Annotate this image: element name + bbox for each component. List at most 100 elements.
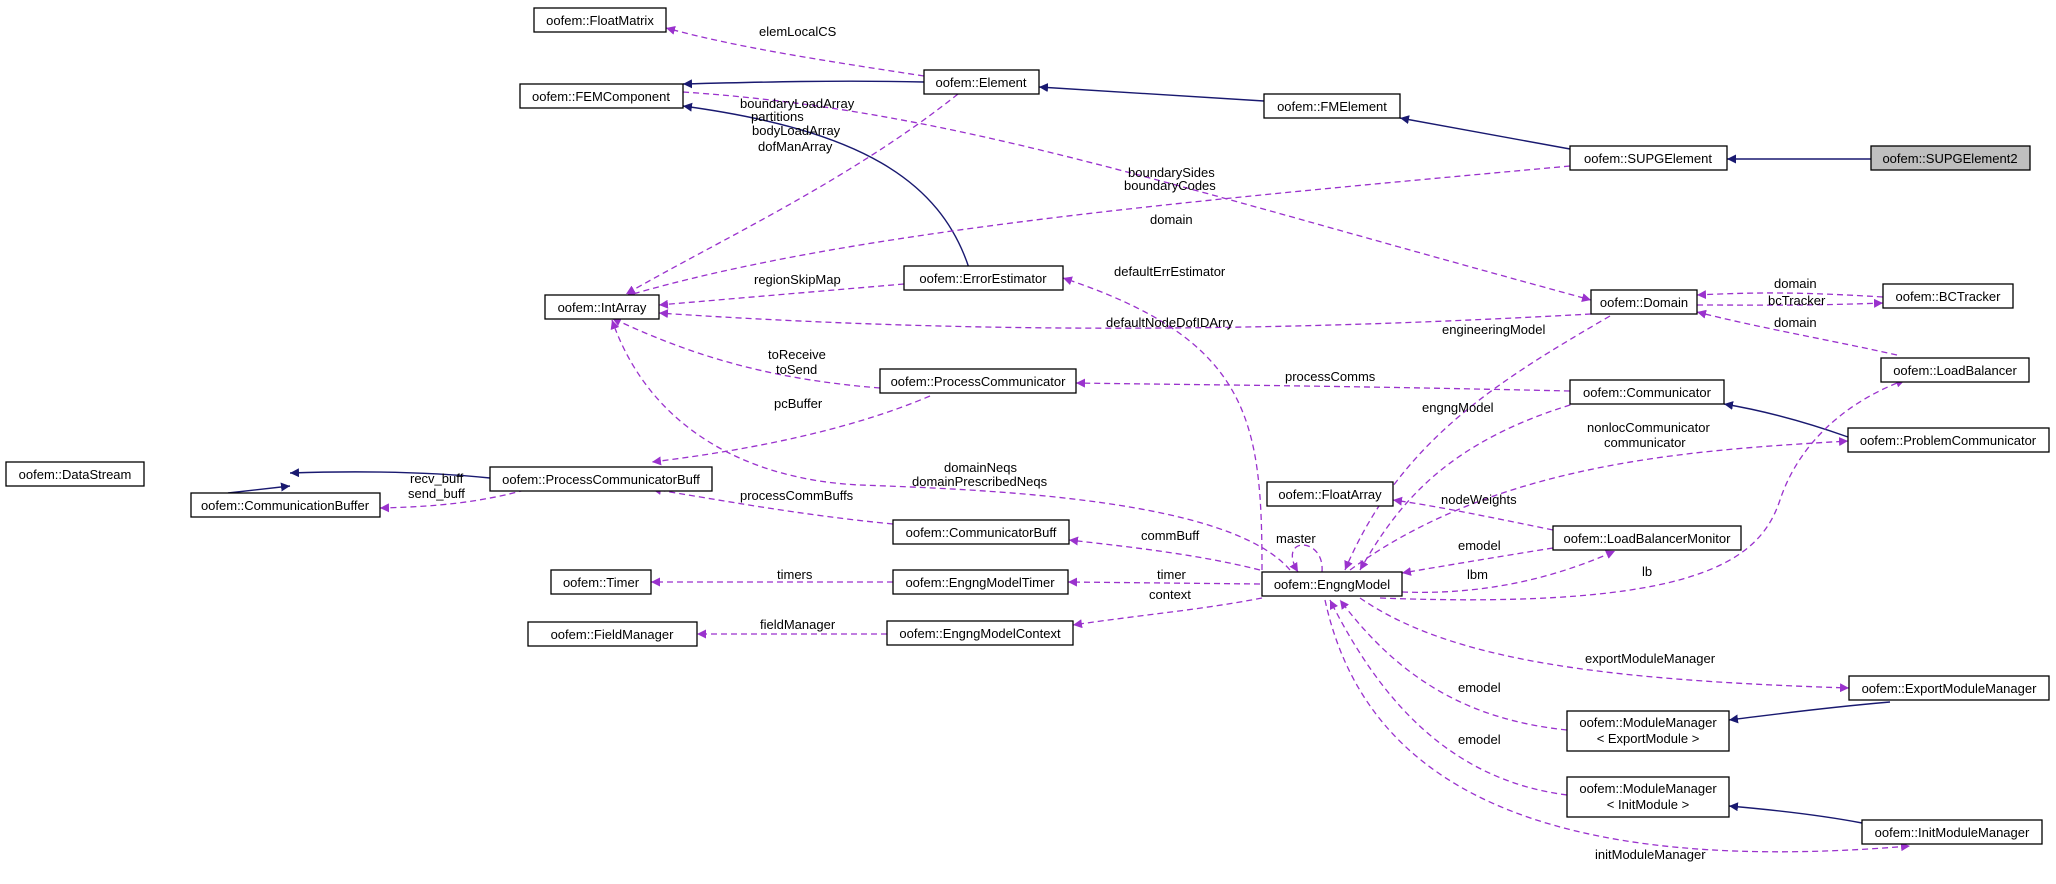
edge-femcomponent-domain — [682, 91, 1592, 302]
label-tosend: toSend — [776, 362, 817, 377]
label-elemlocalcs: elemLocalCS — [759, 24, 837, 39]
edge-errorestimator-to-femcomponent — [682, 102, 970, 269]
label-lb: lb — [1642, 564, 1652, 579]
svg-text:oofem::LoadBalancerMonitor: oofem::LoadBalancerMonitor — [1564, 531, 1732, 546]
svg-text:oofem::Element: oofem::Element — [935, 75, 1026, 90]
edge-domain-engngmodel — [1344, 315, 1611, 571]
label-defaultnodedofidarry: defaultNodeDofIDArry — [1106, 315, 1234, 330]
edge-engngmodel-master — [1289, 544, 1323, 573]
node-element[interactable]: oofem::Element — [923, 69, 1040, 95]
label-regionskipmap: regionSkipMap — [754, 272, 841, 287]
svg-text:oofem::SUPGElement2: oofem::SUPGElement2 — [1882, 151, 2017, 166]
label-domain-bct: domain — [1774, 276, 1817, 291]
label-partitions: partitions — [751, 109, 804, 124]
edge-problemcommunicator-to-communicator — [1723, 401, 1849, 438]
node-communicator[interactable]: oofem::Communicator — [1569, 379, 1725, 405]
edge-engngmodel-problemcommunicator — [1349, 437, 1849, 571]
node-modulemanager-exportmodule[interactable]: oofem::ModuleManager < ExportModule > — [1566, 710, 1730, 752]
edge-errorestimator-intarray — [658, 283, 905, 309]
node-processcommunicatorbuff[interactable]: oofem::ProcessCommunicatorBuff — [489, 466, 713, 492]
label-fieldmanager: fieldManager — [760, 617, 836, 632]
node-intarray[interactable]: oofem::IntArray — [544, 294, 660, 320]
edge-processcommunicatorbuff-to-datastream — [289, 468, 491, 479]
svg-text:oofem::ErrorEstimator: oofem::ErrorEstimator — [919, 271, 1047, 286]
label-timers: timers — [777, 567, 813, 582]
svg-text:oofem::BCTracker: oofem::BCTracker — [1896, 289, 2002, 304]
svg-text:oofem::ProblemCommunicator: oofem::ProblemCommunicator — [1860, 433, 2037, 448]
svg-text:oofem::SUPGElement: oofem::SUPGElement — [1584, 151, 1712, 166]
label-domainneqs: domainNeqs — [944, 460, 1017, 475]
edge-processcommunicator-intarray — [611, 317, 881, 389]
node-loadbalancer[interactable]: oofem::LoadBalancer — [1880, 357, 2030, 383]
node-supgelement2[interactable]: oofem::SUPGElement2 — [1870, 145, 2031, 171]
svg-text:oofem::Communicator: oofem::Communicator — [1583, 385, 1712, 400]
label-processcomms: processComms — [1285, 369, 1376, 384]
edge-loadbalancermonitor-engngmodel — [1401, 547, 1554, 576]
node-timer[interactable]: oofem::Timer — [550, 569, 652, 595]
label-domain-main: domain — [1150, 212, 1193, 227]
node-datastream[interactable]: oofem::DataStream — [5, 461, 145, 487]
node-domain[interactable]: oofem::Domain — [1590, 289, 1698, 315]
node-communicationbuffer[interactable]: oofem::CommunicationBuffer — [190, 492, 381, 518]
svg-text:oofem::FloatArray: oofem::FloatArray — [1278, 487, 1382, 502]
edge-communicator-engngmodel — [1359, 401, 1581, 571]
label-initmodulemanager: initModuleManager — [1595, 847, 1706, 862]
node-supgelement[interactable]: oofem::SUPGElement — [1569, 145, 1728, 171]
label-boundaryloadarray: boundaryLoadArray — [740, 96, 855, 111]
label-master: master — [1276, 531, 1316, 546]
svg-text:oofem::InitModuleManager: oofem::InitModuleManager — [1875, 825, 2030, 840]
node-exportmodulemanager[interactable]: oofem::ExportModuleManager — [1848, 675, 2050, 701]
edge-communicatorbuff-processcommunicatorbuff — [651, 485, 894, 525]
svg-text:oofem::ModuleManager: oofem::ModuleManager — [1579, 715, 1717, 730]
edge-engngmodel-communicatorbuff — [1068, 536, 1261, 571]
usage-edges — [379, 26, 1911, 853]
label-emodel-lbm: emodel — [1458, 538, 1501, 553]
edge-engngmodel-loadbalancer — [1379, 378, 1906, 601]
node-problemcommunicator[interactable]: oofem::ProblemCommunicator — [1847, 427, 2050, 453]
svg-text:oofem::ProcessCommunicatorBuff: oofem::ProcessCommunicatorBuff — [502, 472, 700, 487]
edge-modulemanager-init-engngmodel — [1329, 599, 1568, 796]
edge-labels: elemLocalCS boundaryLoadArray partitions… — [408, 24, 1826, 862]
label-engineeringmodel: engineeringModel — [1442, 322, 1545, 337]
label-commbuff: commBuff — [1141, 528, 1200, 543]
label-boundarycodes: boundaryCodes — [1124, 178, 1216, 193]
label-emodel-export: emodel — [1458, 680, 1501, 695]
label-timer: timer — [1157, 567, 1187, 582]
label-domainprescribedneqs: domainPrescribedNeqs — [912, 474, 1048, 489]
node-engngmodeltimer[interactable]: oofem::EngngModelTimer — [892, 569, 1069, 595]
node-femcomponent[interactable]: oofem::FEMComponent — [519, 83, 684, 109]
edge-initmodulemanager-to-modulemanager — [1728, 802, 1863, 824]
svg-text:oofem::IntArray: oofem::IntArray — [558, 300, 647, 315]
node-modulemanager-initmodule[interactable]: oofem::ModuleManager < InitModule > — [1566, 776, 1730, 818]
label-domain-lb: domain — [1774, 315, 1817, 330]
node-communicatorbuff[interactable]: oofem::CommunicatorBuff — [892, 519, 1070, 545]
node-loadbalancermonitor[interactable]: oofem::LoadBalancerMonitor — [1552, 525, 1742, 551]
svg-text:oofem::EngngModelTimer: oofem::EngngModelTimer — [905, 575, 1055, 590]
node-processcommunicator[interactable]: oofem::ProcessCommunicator — [879, 368, 1077, 394]
inheritance-edges — [227, 79, 1891, 824]
label-pcbuffer: pcBuffer — [774, 396, 823, 411]
label-communicator: communicator — [1604, 435, 1686, 450]
edge-bctracker-domain — [1696, 290, 1884, 300]
edge-loadbalancermonitor-floatarray — [1392, 496, 1554, 531]
node-initmodulemanager[interactable]: oofem::InitModuleManager — [1861, 819, 2043, 845]
node-fmelement[interactable]: oofem::FMElement — [1263, 93, 1401, 119]
node-engngmodel[interactable]: oofem::EngngModel — [1261, 571, 1403, 597]
node-bctracker[interactable]: oofem::BCTracker — [1882, 283, 2014, 309]
label-bodyloadarray: bodyLoadArray — [752, 123, 841, 138]
label-bctracker: bcTracker — [1768, 293, 1826, 308]
label-recv-buff: recv_buff — [410, 471, 464, 486]
edge-engngmodel-exportmodulemanager — [1359, 597, 1850, 693]
node-floatmatrix[interactable]: oofem::FloatMatrix — [533, 7, 667, 33]
node-errorestimator[interactable]: oofem::ErrorEstimator — [903, 265, 1064, 291]
node-engngmodelcontext[interactable]: oofem::EngngModelContext — [886, 620, 1074, 646]
svg-text:oofem::FieldManager: oofem::FieldManager — [551, 627, 675, 642]
node-fieldmanager[interactable]: oofem::FieldManager — [527, 621, 698, 647]
svg-text:oofem::ProcessCommunicator: oofem::ProcessCommunicator — [891, 374, 1067, 389]
edge-engngmodel-engngmodelcontext — [1072, 597, 1263, 629]
node-floatarray[interactable]: oofem::FloatArray — [1266, 481, 1394, 507]
edge-engngmodel-engngmodeltimer — [1067, 577, 1261, 587]
edge-engngmodel-errorestimator — [1062, 276, 1263, 571]
edge-engngmodel-intarray — [610, 319, 1291, 571]
edge-processcommunicatorbuff-communicationbuffer — [379, 489, 526, 513]
